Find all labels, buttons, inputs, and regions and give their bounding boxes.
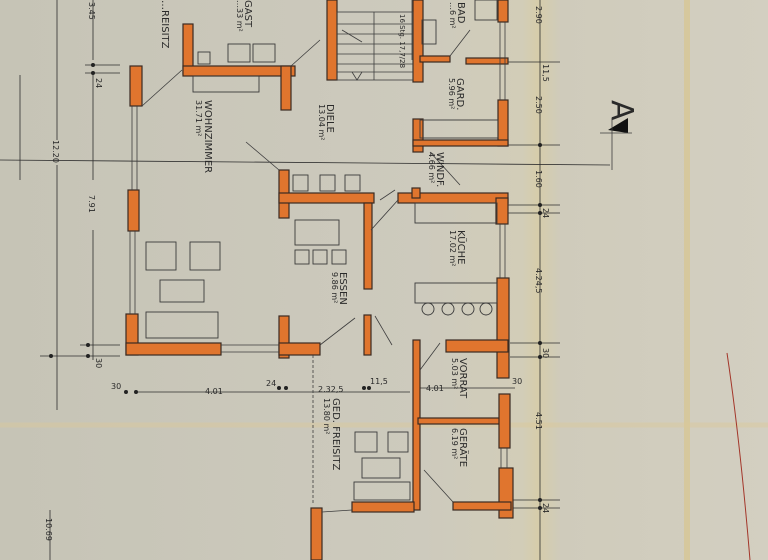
svg-text:11,5: 11,5 xyxy=(541,64,550,82)
svg-text:30: 30 xyxy=(512,377,522,386)
room-name-ged-freisitz: GED. FREISITZ xyxy=(330,398,341,470)
svg-text:24: 24 xyxy=(541,208,550,218)
staircase xyxy=(336,11,414,81)
room-name-vorrat: VORRAT xyxy=(457,358,468,399)
room-area-ged-freisitz: 13.80 m² xyxy=(322,398,331,434)
svg-text:30: 30 xyxy=(541,348,550,358)
room-name-diele: DIELE xyxy=(324,104,335,133)
room-labels: WOHNZIMMER 31.71 m² DIELE 13.04 m² GARD.… xyxy=(159,0,470,470)
room-name-windf: WINDF. xyxy=(434,152,445,187)
room-area-vorrat: 5.03 m² xyxy=(450,358,459,389)
svg-text:11,5: 11,5 xyxy=(370,377,388,386)
room-area-windf: 4.66 m² xyxy=(427,152,436,183)
room-area-bad: …6 m² xyxy=(448,2,457,29)
red-pencil-line xyxy=(726,352,751,560)
room-area-geraete: 6.19 m² xyxy=(450,428,459,459)
svg-text:7.91: 7.91 xyxy=(87,195,96,213)
svg-text:24: 24 xyxy=(94,78,103,88)
svg-text:2.50: 2.50 xyxy=(534,96,543,114)
svg-text:2.32,5: 2.32,5 xyxy=(318,385,343,394)
svg-text:30: 30 xyxy=(94,358,103,368)
room-area-gast: …33 m² xyxy=(235,0,244,32)
north-arrow-icon: A xyxy=(600,100,639,170)
walls xyxy=(125,0,514,560)
svg-text:4.51: 4.51 xyxy=(534,412,543,430)
room-name-freisitz-top: …REISITZ xyxy=(159,0,170,49)
room-name-kueche: KÜCHE xyxy=(455,230,468,264)
room-name-gast: GAST xyxy=(242,0,253,28)
svg-text:4.01: 4.01 xyxy=(426,384,444,393)
room-name-wohnzimmer: WOHNZIMMER xyxy=(202,100,213,173)
stair-label: 16 Stg. 17,7/28 xyxy=(398,14,406,68)
svg-text:30: 30 xyxy=(111,382,121,391)
svg-text:2.90: 2.90 xyxy=(534,6,543,24)
room-name-essen: ESSEN xyxy=(337,272,348,305)
svg-text:A: A xyxy=(604,100,639,121)
dimension-lines xyxy=(0,0,611,560)
dimension-labels: 12.20 10.69 3.45 24 7.91 30 2.90 11,5 2.… xyxy=(44,2,550,541)
room-name-geraete: GERÄTE xyxy=(457,428,470,467)
svg-text:24: 24 xyxy=(266,379,276,388)
room-area-gard: 5.96 m² xyxy=(447,78,456,109)
svg-text:12.20: 12.20 xyxy=(51,140,60,163)
room-name-bad: BAD xyxy=(455,2,466,24)
room-area-essen: 9.86 m² xyxy=(330,272,339,303)
room-area-kueche: 17.02 m² xyxy=(448,230,457,266)
svg-text:24: 24 xyxy=(541,503,550,513)
room-area-diele: 13.04 m² xyxy=(317,104,326,140)
svg-text:10.69: 10.69 xyxy=(44,518,53,541)
svg-text:1.60: 1.60 xyxy=(534,170,543,188)
svg-text:4.24,5: 4.24,5 xyxy=(534,268,543,293)
room-area-wohnzimmer: 31.71 m² xyxy=(194,100,203,136)
window-door-lines xyxy=(129,0,508,513)
svg-text:3.45: 3.45 xyxy=(87,2,96,20)
svg-text:4.01: 4.01 xyxy=(205,387,223,396)
room-name-gard: GARD. xyxy=(454,78,465,110)
furniture xyxy=(145,0,499,501)
